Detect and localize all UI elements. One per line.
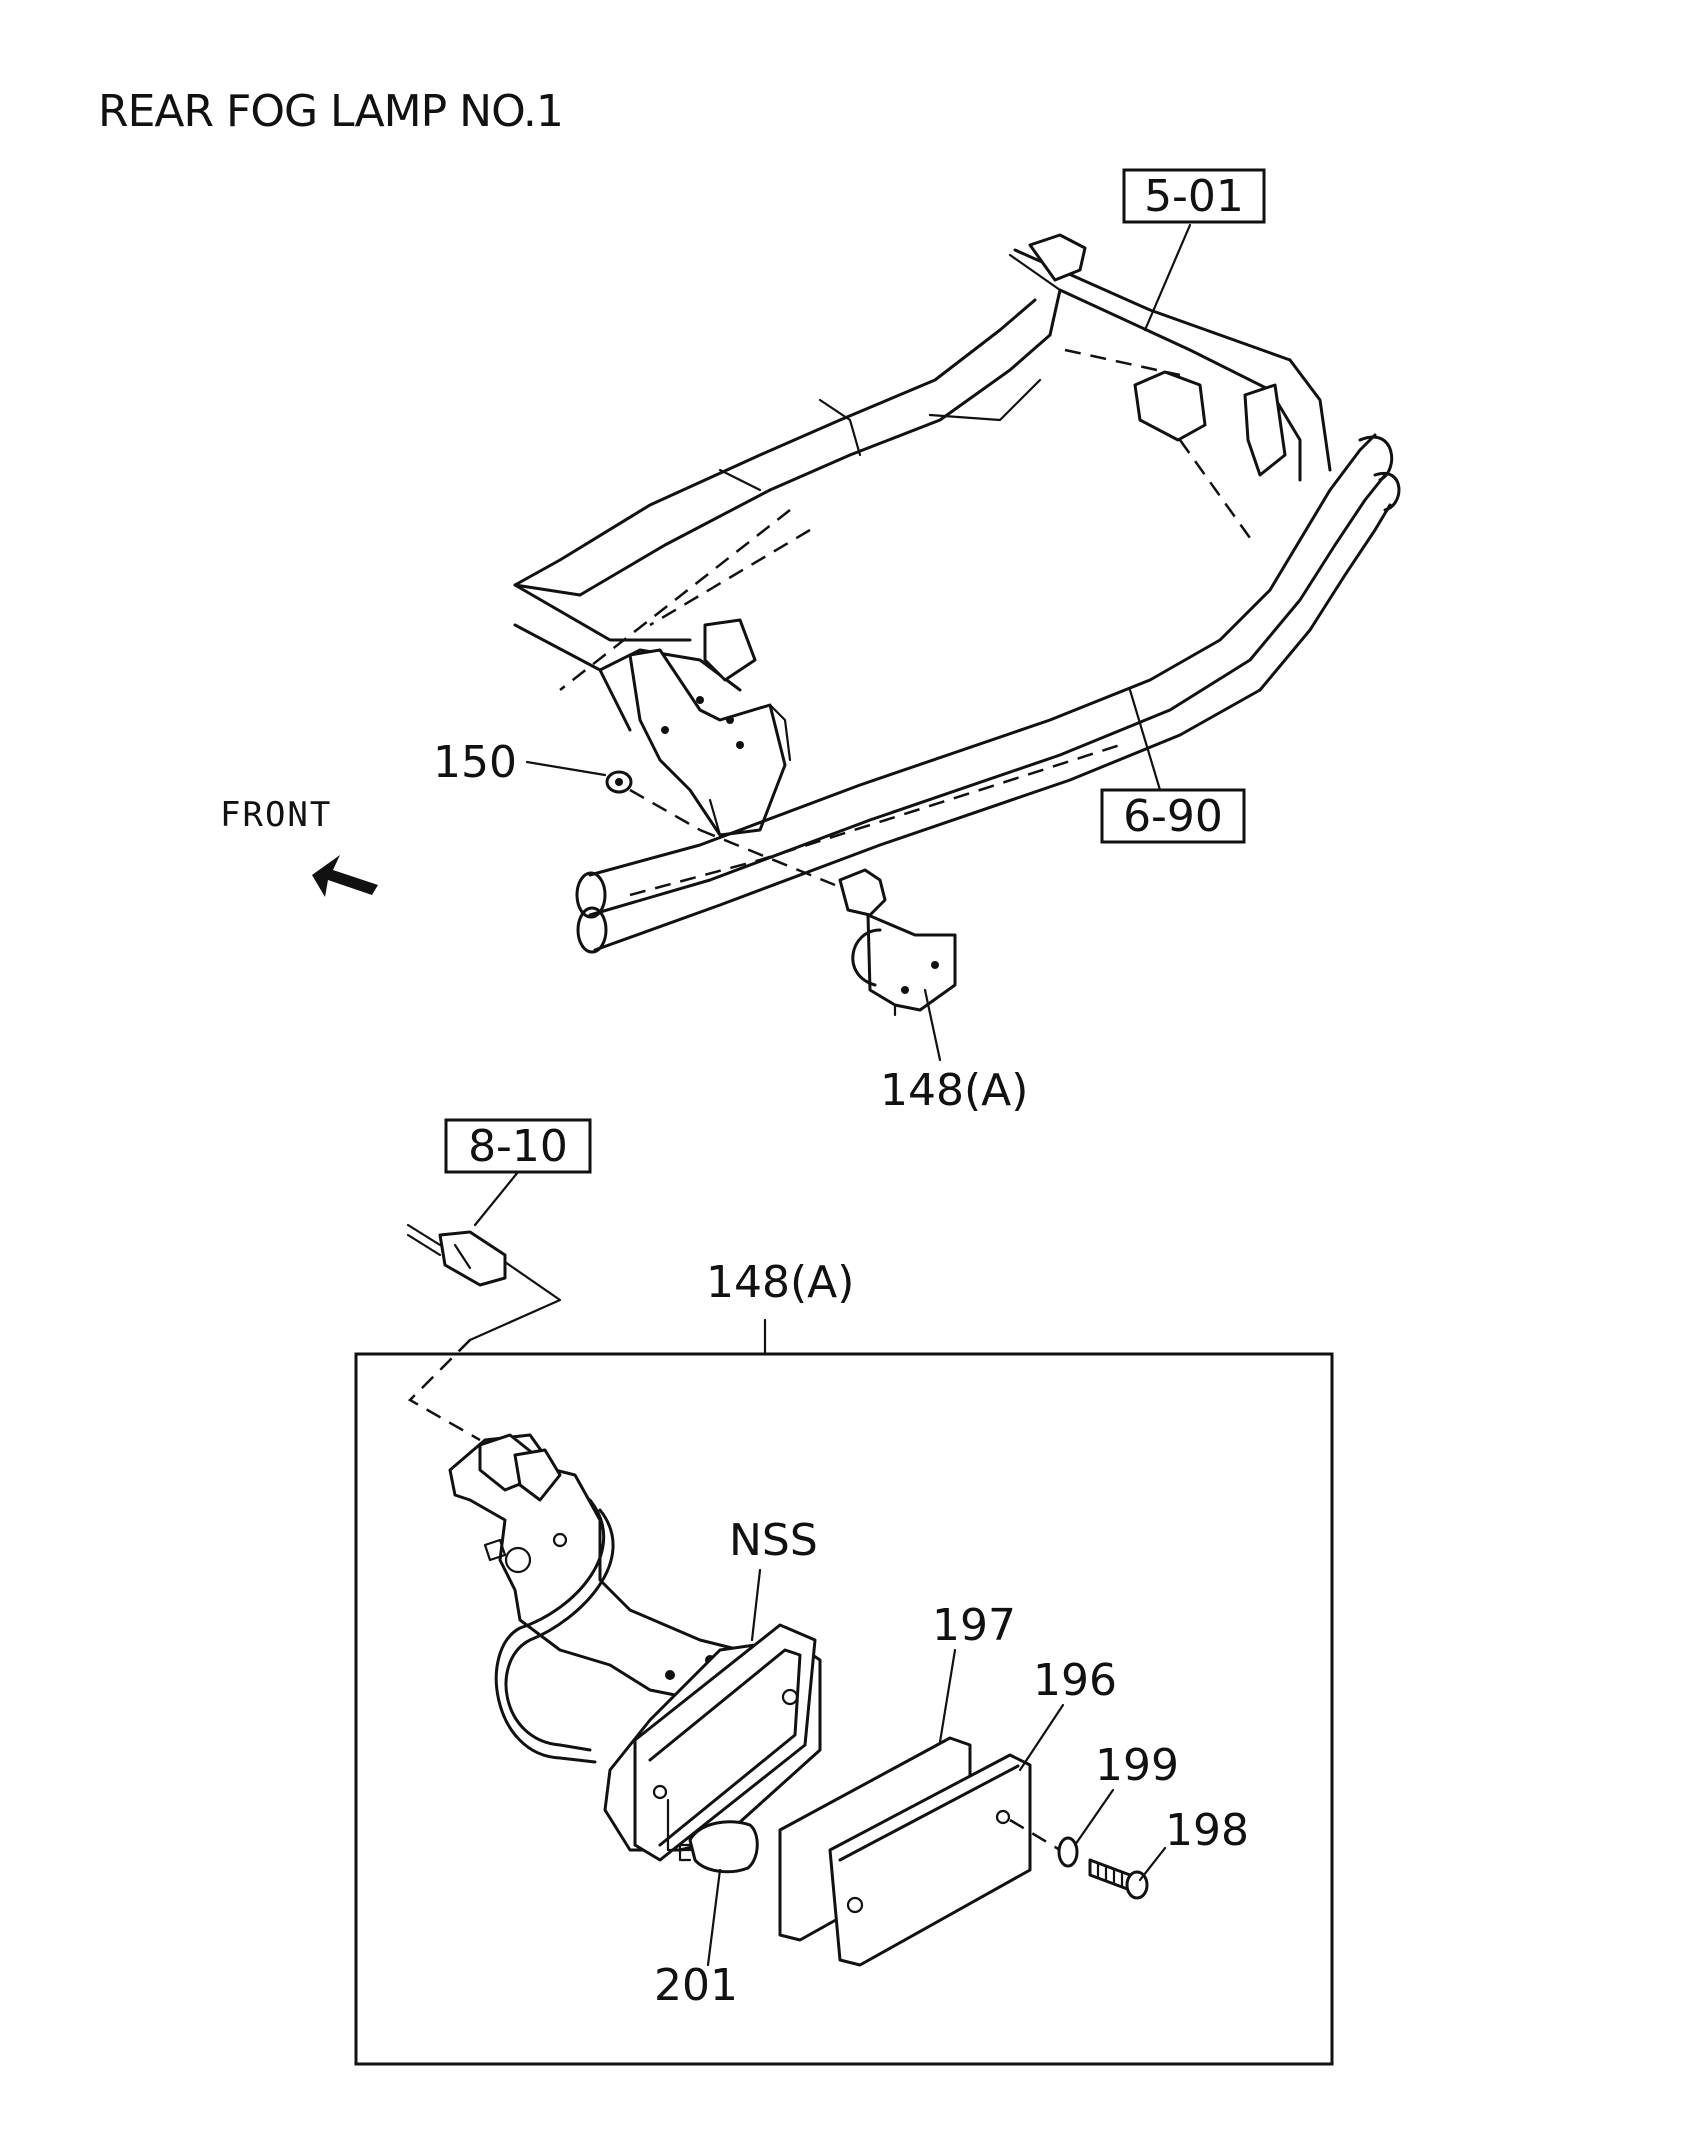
callout-197: 197: [932, 1600, 1016, 1651]
nut-part: [605, 770, 701, 832]
ref-box-6-90: [1100, 788, 1246, 844]
detail-frame: [354, 1352, 1334, 2066]
leader-nss: [750, 1568, 762, 1642]
lamp-housing: [448, 1433, 822, 1862]
leader-201: [706, 1868, 722, 1967]
callout-148a-detail: 148(A): [706, 1257, 854, 1308]
ref-label-6-90: 6-90: [1123, 791, 1223, 842]
callout-nss: NSS: [729, 1515, 818, 1566]
ref-label-5-01: 5-01: [1144, 171, 1244, 222]
leader-199: [1073, 1788, 1115, 1847]
leader-198: [1138, 1846, 1167, 1882]
callout-150: 150: [433, 737, 517, 788]
bulb-part: [666, 1798, 759, 1874]
callout-201: 201: [654, 1960, 738, 2011]
leader-5-01: [1143, 223, 1192, 332]
screw-part: [1088, 1858, 1149, 1900]
chassis-frame: [513, 233, 1332, 837]
lens-part: [828, 1753, 1032, 1967]
front-direction-indicator: [312, 855, 378, 897]
callout-198: 198: [1165, 1805, 1249, 1856]
callout-196: 196: [1033, 1655, 1117, 1706]
leader-8-10: [473, 1170, 520, 1227]
leader-6-90: [1128, 688, 1162, 792]
leader-196: [1018, 1703, 1065, 1772]
ref-label-8-10: 8-10: [468, 1121, 568, 1172]
fog-lamp-assembly-small: [699, 828, 957, 1017]
leader-150: [525, 760, 607, 777]
washer-part: [1009, 1818, 1079, 1868]
diagram-title: REAR FOG LAMP NO.1: [98, 86, 564, 137]
leader-197: [938, 1648, 957, 1744]
front-label: FRONT: [220, 795, 332, 835]
rear-bumper-tubes: [575, 433, 1401, 954]
harness-connector: [406, 1223, 562, 1442]
callout-148a-top: 148(A): [880, 1065, 1028, 1116]
callout-199: 199: [1095, 1740, 1179, 1791]
ref-box-5-01: [1122, 168, 1266, 224]
leader-148a-top: [923, 988, 942, 1062]
